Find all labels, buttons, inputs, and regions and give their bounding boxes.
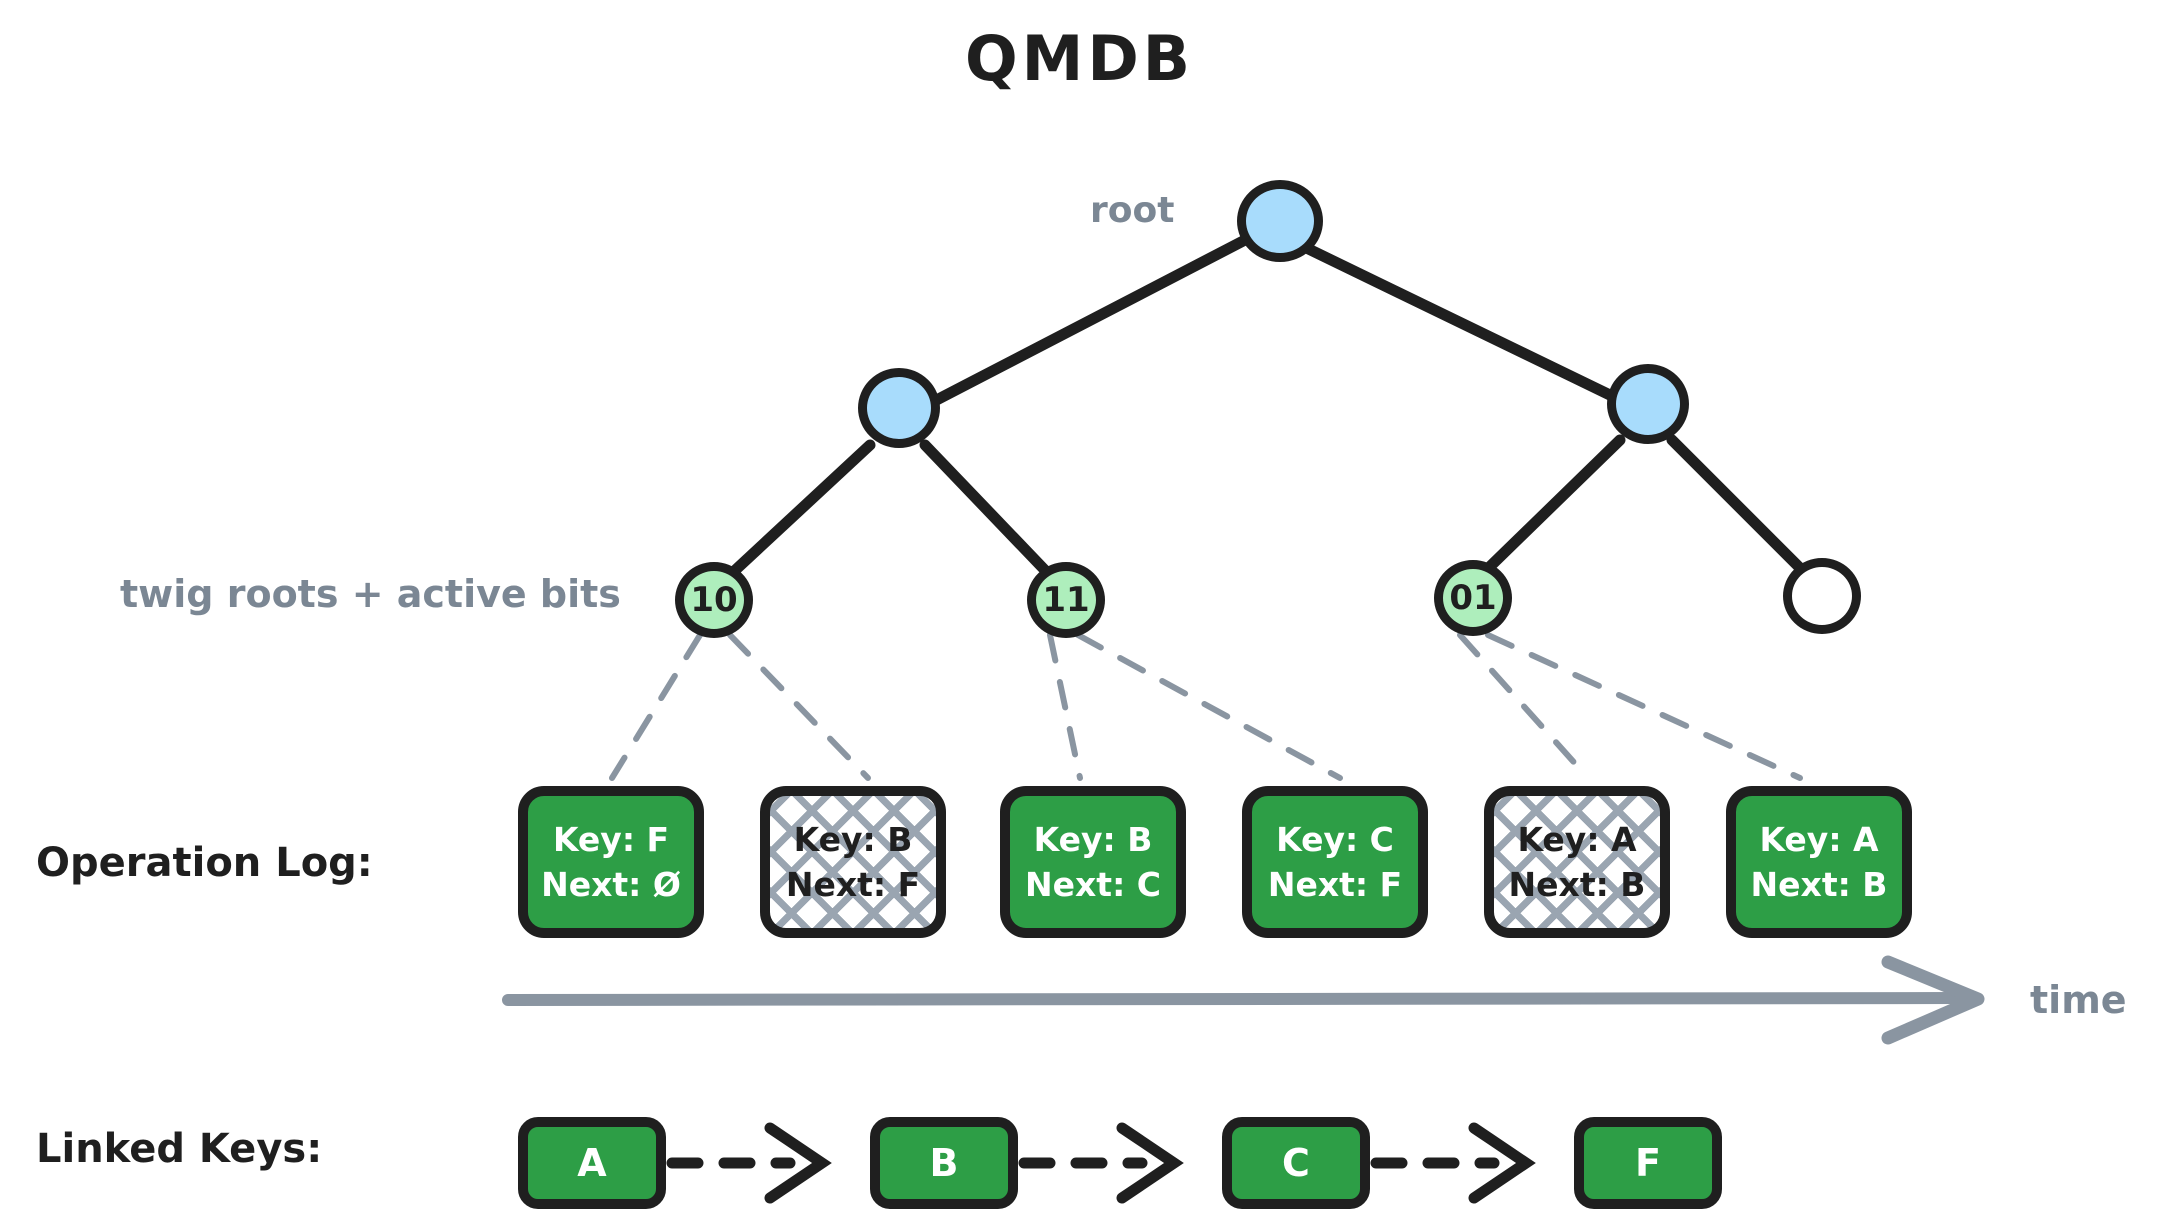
oplog-key: Key: F	[552, 820, 670, 859]
oplog-next: Next: F	[785, 865, 921, 904]
oplog-entry[interactable]: Key: B Next: C	[1000, 786, 1186, 938]
page-title: QMDB	[964, 22, 1195, 95]
twig-roots-label: twig roots + active bits	[120, 572, 621, 616]
oplog-next: Next: F	[1267, 865, 1403, 904]
oplog-entry[interactable]: Key: A Next: B	[1484, 786, 1670, 938]
twig-node-empty[interactable]	[1783, 558, 1861, 634]
linked-key-arrows	[666, 1122, 1536, 1204]
tree-node-root[interactable]	[1237, 180, 1323, 262]
tree-node-inner-left[interactable]	[858, 368, 940, 448]
oplog-next: Next: B	[1508, 865, 1646, 904]
oplog-entry[interactable]: Key: C Next: F	[1242, 786, 1428, 938]
time-axis-label: time	[2030, 978, 2127, 1022]
operation-log-label: Operation Log:	[36, 840, 373, 886]
oplog-key: Key: C	[1276, 820, 1394, 859]
oplog-key: Key: B	[793, 820, 913, 859]
oplog-entry[interactable]: Key: F Next: Ø	[518, 786, 704, 938]
tree-edges	[710, 234, 1821, 594]
oplog-entry[interactable]: Key: A Next: B	[1726, 786, 1912, 938]
linked-keys-label: Linked Keys:	[36, 1126, 323, 1172]
linked-key-box[interactable]: A	[518, 1117, 666, 1209]
linked-key-box[interactable]: C	[1222, 1117, 1370, 1209]
twig-node-01-label: 01	[1449, 578, 1497, 618]
oplog-key: Key: A	[1759, 820, 1879, 859]
oplog-next: Next: B	[1750, 865, 1888, 904]
twig-node-10[interactable]: 10	[675, 562, 753, 638]
twig-node-01[interactable]: 01	[1434, 560, 1512, 636]
oplog-key: Key: B	[1033, 820, 1153, 859]
twig-node-11-label: 11	[1042, 580, 1090, 620]
linked-key-box[interactable]: F	[1574, 1117, 1722, 1209]
oplog-next: Next: Ø	[541, 865, 681, 904]
twig-node-11[interactable]: 11	[1027, 562, 1105, 638]
tree-node-inner-right[interactable]	[1607, 364, 1689, 444]
root-label: root	[1090, 190, 1175, 231]
time-arrow	[502, 955, 1985, 1045]
twig-node-10-label: 10	[690, 580, 738, 620]
oplog-key: Key: A	[1517, 820, 1637, 859]
oplog-entry[interactable]: Key: B Next: F	[760, 786, 946, 938]
oplog-next: Next: C	[1025, 865, 1161, 904]
twig-to-log-links	[609, 632, 1803, 781]
linked-key-box[interactable]: B	[870, 1117, 1018, 1209]
